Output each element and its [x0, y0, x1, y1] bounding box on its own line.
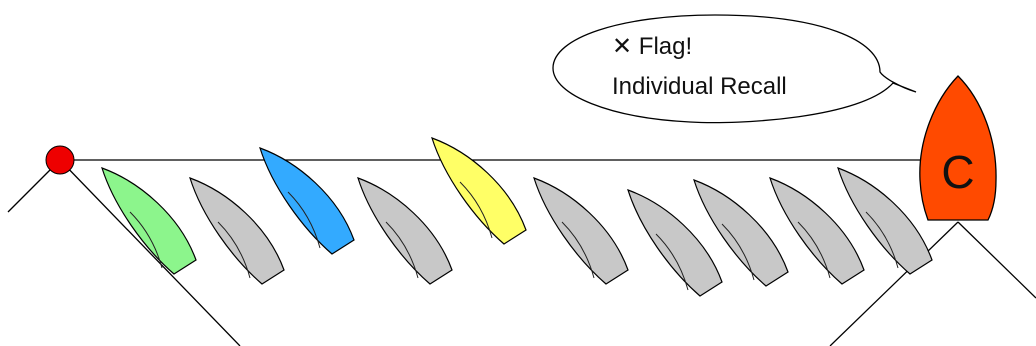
boat-fleet — [101, 137, 933, 297]
boat-sail-line — [287, 191, 321, 249]
boat-hull — [357, 177, 453, 285]
sailboat — [357, 177, 453, 285]
boat-sail-line — [217, 221, 251, 279]
boat-hull — [769, 177, 865, 285]
boat-hull — [189, 177, 285, 285]
sailboat — [627, 189, 723, 297]
boat-hull — [101, 167, 197, 275]
sailboat — [533, 177, 629, 285]
boat-hull — [837, 167, 933, 275]
boat-sail-line — [797, 221, 831, 279]
boat-hull — [431, 137, 527, 245]
committee-layline-right — [957, 221, 1036, 299]
boat-hull — [693, 179, 789, 287]
committee-boat-letter: C — [941, 146, 974, 198]
sailboat — [431, 137, 527, 245]
boat-sail-line — [129, 211, 163, 269]
committee-layline-left — [829, 221, 959, 346]
sailboat — [189, 177, 285, 285]
boat-hull — [533, 177, 629, 285]
boat-sail-line — [655, 233, 689, 291]
boat-sail-line — [561, 221, 595, 279]
boat-hull — [627, 189, 723, 297]
committee-boat: C — [919, 75, 997, 221]
boat-sail-line — [385, 221, 419, 279]
pin-layline-right — [59, 159, 241, 346]
sailboat — [259, 147, 355, 255]
sailboat — [769, 177, 865, 285]
boat-sail-line — [721, 223, 755, 281]
sailboat — [837, 167, 933, 275]
speech-bubble: ✕ Flag! Individual Recall — [552, 14, 917, 124]
sailboat — [693, 179, 789, 287]
callout-line-2: Individual Recall — [612, 73, 787, 100]
boat-sail-line — [865, 211, 899, 269]
boat-sail-line — [459, 181, 493, 239]
pin-buoy — [45, 145, 75, 175]
sailboat — [101, 167, 197, 275]
callout-line-1: ✕ Flag! — [612, 33, 692, 60]
boat-hull — [259, 147, 355, 255]
